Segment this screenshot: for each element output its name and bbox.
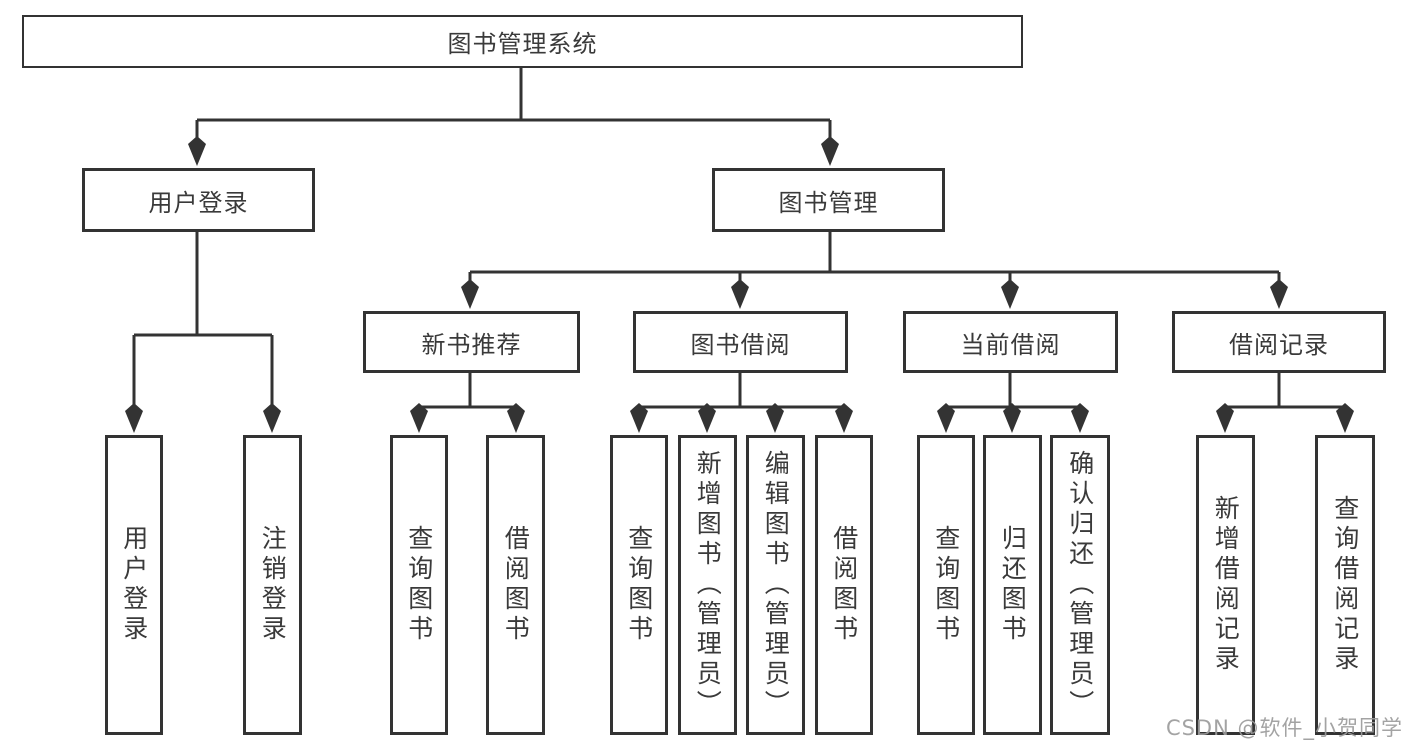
node-label: 用户登录 [148, 188, 249, 217]
arrowhead-icon [1336, 403, 1354, 433]
leaf-label: 确认归还（管理员） [1065, 450, 1095, 720]
leaf-label: 归还图书 [998, 525, 1028, 645]
leaf-label: 查询图书 [404, 525, 434, 645]
arrowheads-group [125, 136, 1354, 433]
node-user-login: 用户登录 [82, 168, 315, 232]
leaf-user-login: 用户登录 [105, 435, 163, 735]
arrowhead-icon [188, 136, 206, 166]
leaf-label: 编辑图书（管理员） [761, 450, 791, 720]
arrowhead-icon [461, 279, 479, 309]
leaf-add-borrowing-record: 新增借阅记录 [1196, 435, 1255, 735]
node-book-management: 图书管理 [712, 168, 945, 232]
node-book-borrowing: 图书借阅 [633, 311, 848, 373]
arrowhead-icon [507, 403, 525, 433]
node-label: 图书管理系统 [447, 30, 598, 58]
leaf-label: 查询图书 [624, 525, 654, 645]
node-root: 图书管理系统 [22, 15, 1023, 68]
leaf-query-books-borrowing: 查询图书 [610, 435, 668, 735]
arrowhead-icon [1216, 403, 1234, 433]
arrowhead-icon [731, 279, 749, 309]
arrowhead-icon [766, 403, 784, 433]
leaf-borrow-books-recommend: 借阅图书 [486, 435, 545, 735]
node-new-book-recommendation: 新书推荐 [363, 311, 580, 373]
leaf-edit-books-admin: 编辑图书（管理员） [746, 435, 805, 735]
node-label: 新书推荐 [421, 330, 522, 359]
node-current-borrowing: 当前借阅 [903, 311, 1118, 373]
arrowhead-icon [1003, 403, 1021, 433]
arrowhead-icon [698, 403, 716, 433]
leaf-query-borrowing-record: 查询借阅记录 [1315, 435, 1375, 735]
leaf-label: 查询图书 [931, 525, 961, 645]
leaf-label: 查询借阅记录 [1330, 495, 1360, 675]
arrowhead-icon [630, 403, 648, 433]
leaf-label: 借阅图书 [829, 525, 859, 645]
arrowhead-icon [1071, 403, 1089, 433]
arrowhead-icon [1001, 279, 1019, 309]
leaf-logout-login: 注销登录 [243, 435, 302, 735]
arrowhead-icon [937, 403, 955, 433]
leaf-add-books-admin: 新增图书（管理员） [678, 435, 737, 735]
leaf-label: 新增借阅记录 [1211, 495, 1241, 675]
leaf-confirm-return-admin: 确认归还（管理员） [1050, 435, 1110, 735]
watermark: CSDN @软件_小贺同学 [1165, 716, 1403, 740]
leaf-borrow-books-borrowing: 借阅图书 [815, 435, 873, 735]
arrowhead-icon [835, 403, 853, 433]
leaf-label: 新增图书（管理员） [693, 450, 723, 720]
node-label: 借阅记录 [1229, 330, 1329, 359]
leaf-query-books-current: 查询图书 [917, 435, 975, 735]
leaf-label: 用户登录 [119, 525, 149, 645]
arrowhead-icon [125, 403, 143, 433]
arrowhead-icon [821, 136, 839, 166]
leaf-return-books: 归还图书 [983, 435, 1042, 735]
node-label: 图书借阅 [690, 330, 791, 359]
arrowhead-icon [410, 403, 428, 433]
leaf-label: 借阅图书 [501, 525, 531, 645]
arrowhead-icon [263, 403, 281, 433]
node-label: 图书管理 [778, 188, 879, 217]
leaf-query-books-recommend: 查询图书 [390, 435, 448, 735]
arrowhead-icon [1270, 279, 1288, 309]
node-label: 当前借阅 [960, 330, 1061, 359]
leaf-label: 注销登录 [258, 525, 288, 645]
node-borrowing-records: 借阅记录 [1172, 311, 1386, 373]
